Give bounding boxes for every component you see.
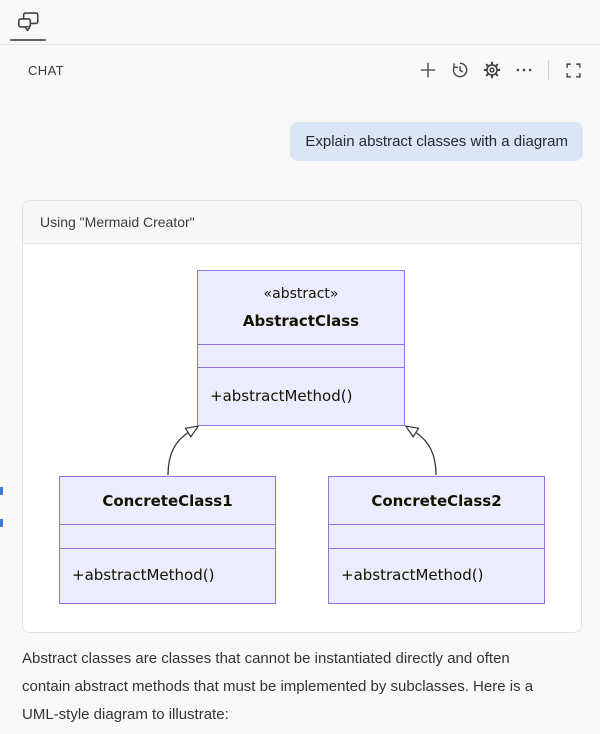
method-label: +abstractMethod() [210,387,353,405]
assistant-message-text: Abstract classes are classes that cannot… [22,650,534,723]
class-title-compartment: «abstract» AbstractClass [198,271,404,345]
more-actions-button[interactable] [511,57,537,83]
history-button[interactable] [447,57,473,83]
inheritance-edge-concreteclass2 [415,432,437,476]
panel-tab-bar [0,0,600,45]
method-label: +abstractMethod() [341,566,484,584]
inheritance-edge-concreteclass1 [167,432,189,476]
stereotype-label: «abstract» [263,286,339,302]
tool-card: Using "Mermaid Creator" «abstract» Abstr… [22,200,582,633]
attributes-compartment [60,525,275,549]
maximize-panel-button[interactable] [560,57,586,83]
attributes-compartment [198,345,404,368]
uml-class-concreteclass1: ConcreteClass1 +abstractMethod() [59,476,276,604]
history-icon [452,62,468,78]
class-title-compartment: ConcreteClass2 [329,477,544,525]
inheritance-arrows [167,244,437,476]
methods-compartment: +abstractMethod() [198,368,404,424]
methods-compartment: +abstractMethod() [60,549,275,601]
panel-title: CHAT [28,62,65,78]
left-edge-marker [0,519,3,527]
methods-compartment: +abstractMethod() [329,549,544,601]
uml-class-abstractclass: «abstract» AbstractClass +abstractMethod… [197,270,405,426]
user-message-bubble: Explain abstract classes with a diagram [290,122,583,161]
left-edge-marker [0,487,3,495]
settings-button[interactable] [479,57,505,83]
class-name: ConcreteClass1 [102,491,233,510]
class-name: AbstractClass [242,312,360,330]
method-label: +abstractMethod() [72,566,215,584]
gear-icon [483,61,501,79]
new-chat-button[interactable] [415,57,441,83]
tool-card-header[interactable]: Using "Mermaid Creator" [23,201,581,244]
uml-class-concreteclass2: ConcreteClass2 +abstractMethod() [328,476,545,604]
class-name: ConcreteClass2 [371,491,502,510]
comment-discussion-icon [17,12,39,32]
tool-card-title: Using "Mermaid Creator" [40,214,195,230]
toolbar-divider [548,60,549,80]
mermaid-diagram: «abstract» AbstractClass +abstractMethod… [23,244,581,632]
attributes-compartment [329,525,544,549]
screen-full-icon [565,62,581,78]
ellipsis-icon [516,68,532,72]
tab-chat[interactable] [8,0,48,44]
panel-header: CHAT [0,46,600,94]
panel-actions [415,57,586,83]
plus-icon [420,62,436,78]
class-title-compartment: ConcreteClass1 [60,477,275,525]
